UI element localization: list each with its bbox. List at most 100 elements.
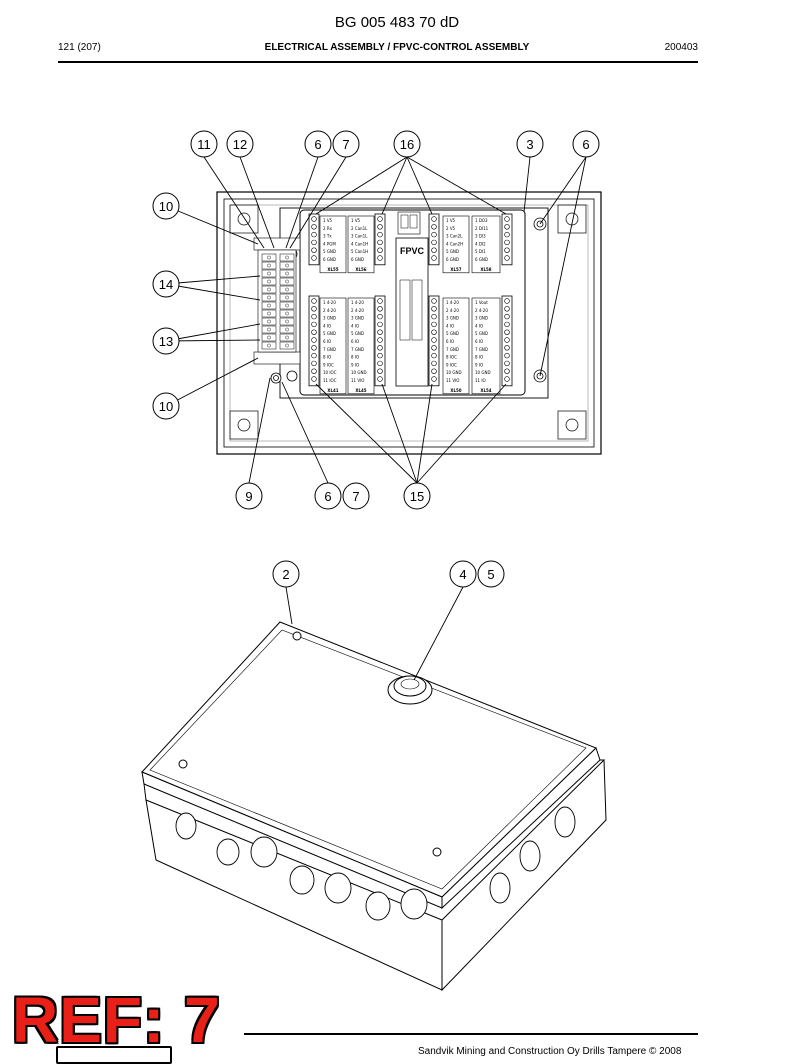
terminal-line-label: 2 Can1L: [351, 226, 368, 231]
terminal-line-label: 8 IOC: [446, 355, 457, 360]
terminal-line-label: 9 IOC: [446, 362, 457, 367]
terminal-line-label: 10 IOC: [323, 370, 337, 375]
din-terminal: [279, 253, 295, 262]
svg-text:6: 6: [324, 489, 331, 504]
svg-text:13: 13: [159, 334, 173, 349]
din-terminal: [261, 269, 277, 278]
callout-6-right: 6: [572, 130, 600, 158]
terminal-line-label: 1 Vout: [475, 300, 488, 305]
terminal-line-label: 4 IO: [446, 323, 454, 328]
terminal-line-label: 3 GND: [475, 316, 488, 321]
terminal-line-label: 1 4-20: [351, 300, 364, 305]
terminal-line-label: 9 IO: [475, 362, 483, 367]
terminal-line-label: 1 4-20: [323, 300, 336, 305]
terminal-line-label: 1 DO3: [475, 218, 488, 223]
terminal-line-label: 2 V5: [446, 226, 456, 231]
terminal-line-label: 3 GND: [446, 316, 459, 321]
terminal-line-label: 2 Rx: [323, 226, 333, 231]
terminal-line-label: 5 GND: [446, 331, 459, 336]
terminal-line-label: 5 GND: [475, 331, 488, 336]
svg-text:2: 2: [282, 567, 289, 582]
callouts-top: 11 12 6 7 16 3 6 10 14 13 10 9 6 7 15: [152, 130, 600, 510]
callout-10-upper: 10: [152, 192, 180, 220]
terminal-block-id: XL57: [450, 267, 461, 272]
header-rule: [58, 61, 698, 63]
svg-text:5: 5: [487, 567, 494, 582]
din-terminal: [279, 293, 295, 302]
terminal-line-label: 6 GND: [351, 257, 364, 262]
din-terminal: [261, 301, 277, 310]
din-terminal: [279, 325, 295, 334]
svg-text:9: 9: [245, 489, 252, 504]
page-number: 121 (207): [58, 42, 101, 53]
terminal-strip: [308, 213, 320, 266]
terminal-line-label: 2 4-20: [351, 308, 364, 313]
din-terminal: [261, 325, 277, 334]
control-box-isometric: [141, 621, 607, 992]
terminal-line-label: 3 DI3: [475, 234, 486, 239]
terminal-strip: [374, 213, 386, 266]
terminal-line-label: 6 IO: [446, 339, 454, 344]
din-terminal: [279, 333, 295, 342]
callout-9: 9: [235, 482, 263, 510]
terminal-line-label: 4 Can1H: [351, 241, 368, 246]
terminal-line-label: 3 Can2L: [446, 234, 463, 239]
svg-text:7: 7: [342, 137, 349, 152]
din-terminal: [261, 261, 277, 270]
terminal-line-label: 2 DI11: [475, 226, 489, 231]
terminal-line-label: 3 Can1L: [351, 234, 368, 239]
callout-12: 12: [226, 130, 254, 158]
callout-11: 11: [190, 130, 218, 158]
din-terminal: [279, 285, 295, 294]
din-terminal: [279, 341, 295, 350]
terminal-line-label: 2 4-20: [446, 308, 459, 313]
terminal-strip: [428, 295, 440, 387]
terminal-line-label: 8 IO: [475, 355, 483, 360]
callout-6: 6: [304, 130, 332, 158]
terminal-line-label: 1 V5: [446, 218, 456, 223]
terminal-line-label: 6 GND: [446, 257, 459, 262]
terminal-line-label: 8 IO: [351, 355, 359, 360]
revision-date: 200403: [664, 42, 698, 53]
terminal-line-label: 6 IO: [475, 339, 483, 344]
footer-rule: [244, 1033, 698, 1035]
svg-text:14: 14: [159, 277, 173, 292]
terminal-line-label: 2 4-20: [475, 308, 488, 313]
controller-label: FPVC: [400, 246, 425, 256]
terminal-block-id: XL56: [355, 267, 366, 272]
terminal-line-label: 9 IO: [351, 362, 359, 367]
callout-4: 4: [449, 560, 477, 588]
terminal-line-label: 4 PGM: [323, 241, 336, 246]
din-terminal: [279, 277, 295, 286]
din-terminal: [261, 309, 277, 318]
terminal-line-label: 5 GND: [446, 249, 459, 254]
terminal-line-label: 4 DI2: [475, 241, 486, 246]
callout-7: 7: [332, 130, 360, 158]
section-title: ELECTRICAL ASSEMBLY / FPVC-CONTROL ASSEM…: [264, 42, 530, 53]
din-terminal: [279, 261, 295, 270]
terminal-line-label: 3 GND: [351, 316, 364, 321]
din-terminal: [261, 293, 277, 302]
terminal-block-id: XL54: [480, 388, 491, 393]
terminal-line-label: 5 Can1H: [351, 249, 368, 254]
callout-16: 16: [393, 130, 421, 158]
din-terminal: [279, 309, 295, 318]
svg-text:15: 15: [410, 489, 424, 504]
svg-text:10: 10: [159, 199, 173, 214]
callout-2: 2: [272, 560, 300, 588]
terminal-strip: [501, 213, 513, 266]
terminal-line-label: 6 GND: [475, 257, 488, 262]
din-terminal: [279, 269, 295, 278]
din-terminal: [279, 301, 295, 310]
callout-6-bottom: 6: [314, 482, 342, 510]
terminal-line-label: 1 4-20: [446, 300, 459, 305]
svg-text:11: 11: [197, 137, 211, 152]
copyright-text: Sandvik Mining and Construction Oy Drill…: [418, 1046, 682, 1057]
terminal-block-id: XL55: [327, 267, 338, 272]
